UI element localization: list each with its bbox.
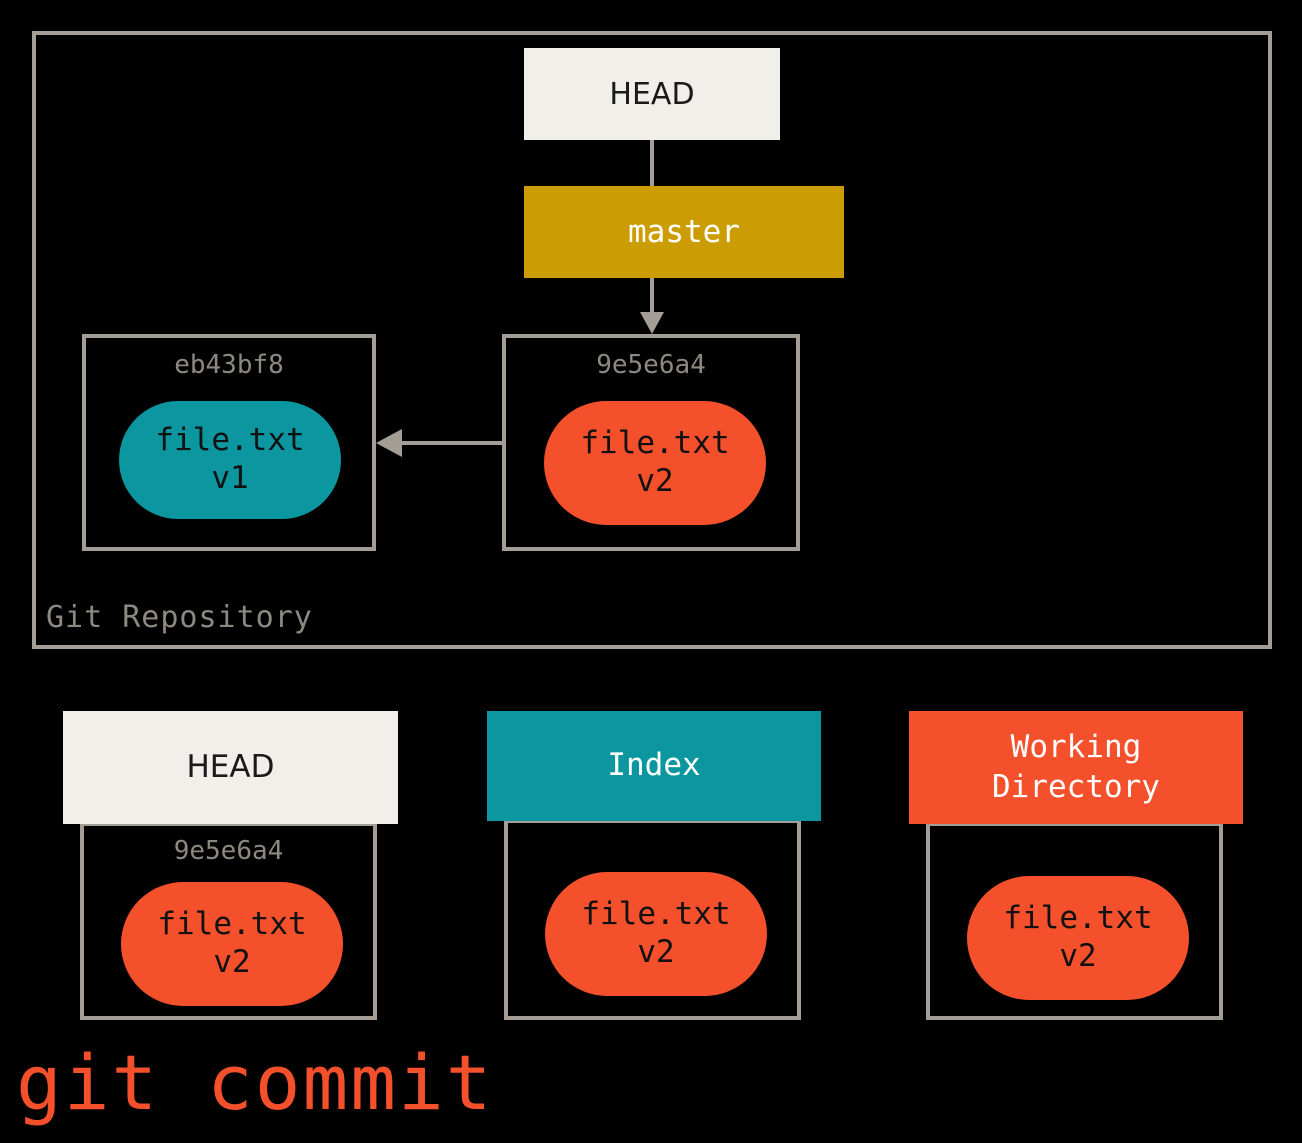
- commit-box-9e5e6a4: 9e5e6a4 file.txt v2: [502, 334, 800, 551]
- connector-commit-to-parent: [402, 441, 503, 445]
- area-header-index: Index: [487, 711, 821, 821]
- area-header-head: HEAD: [63, 711, 398, 824]
- repo-head-pointer-box: HEAD: [524, 48, 780, 140]
- blob-file-txt-v2: file.txt v2: [544, 401, 766, 525]
- blob-version: v1: [211, 460, 249, 496]
- blob-version: v2: [637, 934, 675, 970]
- area-index-blob-file-txt-v2: file.txt v2: [545, 872, 767, 996]
- blob-version: v2: [636, 463, 674, 499]
- area-body-working-directory: file.txt v2: [926, 822, 1223, 1020]
- git-repository-label: Git Repository: [46, 600, 313, 635]
- area-title: Index: [607, 747, 701, 784]
- repo-head-pointer-label: HEAD: [609, 76, 695, 112]
- area-head-commit-hash: 9e5e6a4: [173, 836, 284, 866]
- blob-name: file.txt: [1003, 900, 1153, 937]
- command-caption: git commit: [16, 1038, 494, 1127]
- area-title: Working: [1010, 728, 1142, 765]
- blob-name: file.txt: [157, 906, 307, 943]
- connector-head-to-master: [650, 140, 654, 188]
- arrowhead-left-icon: [376, 429, 402, 457]
- area-body-head: 9e5e6a4 file.txt v2: [80, 822, 377, 1020]
- blob-name: file.txt: [580, 425, 730, 462]
- commit-hash-9e5e6a4: 9e5e6a4: [596, 350, 706, 380]
- area-header-working-directory: Working Directory: [909, 711, 1243, 824]
- commit-box-eb43bf8: eb43bf8 file.txt v1: [82, 334, 376, 551]
- area-head-blob-file-txt-v2: file.txt v2: [121, 882, 343, 1006]
- arrowhead-down-icon: [640, 312, 664, 334]
- area-title-line2: Directory: [992, 768, 1160, 805]
- repo-branch-master-label: master: [628, 214, 740, 250]
- area-body-index: file.txt v2: [504, 819, 801, 1020]
- blob-file-txt-v1: file.txt v1: [119, 401, 341, 519]
- repo-branch-master-box: master: [524, 186, 844, 278]
- blob-version: v2: [1059, 938, 1097, 974]
- area-working-blob-file-txt-v2: file.txt v2: [967, 876, 1189, 1000]
- git-repository-container: [32, 31, 1272, 649]
- blob-name: file.txt: [155, 422, 305, 459]
- blob-name: file.txt: [581, 896, 731, 933]
- area-title: HEAD: [186, 748, 275, 785]
- blob-version: v2: [213, 944, 251, 980]
- connector-master-to-commit: [650, 278, 654, 316]
- commit-hash-eb43bf8: eb43bf8: [174, 350, 284, 380]
